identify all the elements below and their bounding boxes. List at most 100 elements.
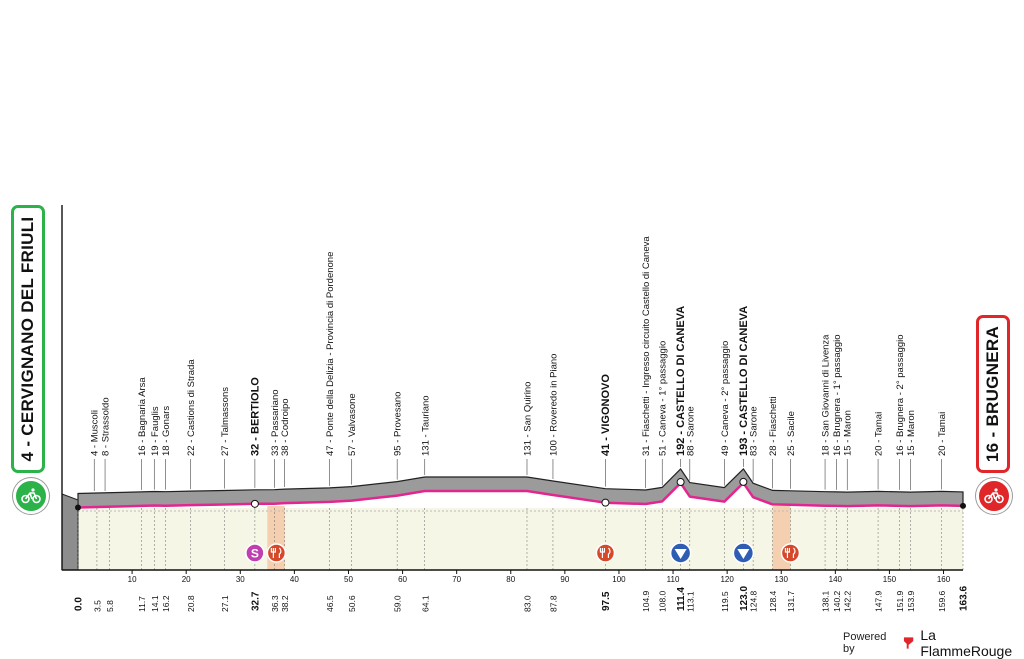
km-mark-label: 59.0 bbox=[393, 595, 403, 612]
x-tick-label: 90 bbox=[560, 575, 569, 584]
km-mark-label: 140.2 bbox=[832, 590, 842, 612]
fork-knife-icon bbox=[599, 547, 611, 558]
place-label: 8 - Strassoldo bbox=[101, 397, 112, 456]
place-label: 33 - Passariano bbox=[270, 389, 281, 456]
x-tick-label: 160 bbox=[937, 575, 951, 584]
summit-dot bbox=[739, 477, 748, 486]
x-tick-label: 130 bbox=[775, 575, 789, 584]
place-label: 15 - Maron bbox=[906, 410, 917, 456]
place-label: 15 - Maron bbox=[843, 410, 854, 456]
km-mark-label: 119.5 bbox=[720, 591, 730, 612]
km-mark-label: 50.6 bbox=[347, 595, 357, 612]
km-mark-label: 64.1 bbox=[420, 595, 430, 612]
kom-triangle-icon bbox=[737, 549, 750, 559]
place-label: 27 - Talmassons bbox=[220, 387, 231, 456]
km-mark-label: 138.1 bbox=[821, 590, 831, 612]
km-mark-label: 159.6 bbox=[937, 590, 947, 612]
km-mark-label: 11.7 bbox=[137, 596, 147, 612]
x-tick-label: 30 bbox=[236, 575, 245, 584]
place-label: 47 - Ponte della Delizia - Provincia di … bbox=[325, 252, 336, 456]
place-label: 19 - Fauglis bbox=[150, 406, 161, 456]
kom-triangle-icon bbox=[674, 549, 687, 559]
place-label: 41 - VIGONOVO bbox=[600, 374, 612, 456]
x-tick-label: 100 bbox=[612, 575, 626, 584]
cyclist-glyph bbox=[984, 488, 1004, 504]
km-mark-label: 97.5 bbox=[601, 591, 612, 611]
km-mark-label: 3.5 bbox=[92, 600, 102, 612]
place-label: 16 - Brugnera - 1° passaggio bbox=[832, 334, 843, 456]
feed-zone-icon bbox=[780, 543, 801, 563]
place-label: 32 - BERTIOLO bbox=[249, 377, 261, 456]
finish-city-label-box: 16 - BRUGNERA bbox=[976, 315, 1010, 473]
finish-city-label: 16 - BRUGNERA bbox=[983, 325, 1002, 463]
powered-by-footer: Powered by La FlammeRouge bbox=[843, 627, 1024, 659]
sprint-icon-letter: S bbox=[251, 547, 259, 561]
base-strip bbox=[78, 508, 963, 570]
place-label: 83 - Sarone bbox=[749, 406, 760, 456]
km-mark-label: 36.3 bbox=[270, 595, 280, 612]
km-mark-label: 0.0 bbox=[74, 597, 85, 611]
place-label: 4 - Muscoli bbox=[90, 410, 101, 456]
km-mark-label: 142.2 bbox=[843, 590, 853, 612]
elevation-profile bbox=[77, 467, 964, 509]
powered-by-text: Powered by bbox=[843, 631, 887, 655]
place-label: 57 - Valvasone bbox=[347, 393, 358, 456]
km-mark-label: 128.4 bbox=[768, 590, 778, 612]
place-label: 88 - Sarone bbox=[685, 406, 696, 456]
place-label: 18 - Gonars bbox=[161, 406, 172, 456]
place-label: 131 - San Quirino bbox=[523, 382, 534, 456]
km-mark-label: 111.4 bbox=[676, 587, 687, 611]
km-mark-label: 163.6 bbox=[959, 586, 970, 611]
x-tick-label: 120 bbox=[720, 575, 734, 584]
finish-cyclist-icon bbox=[976, 478, 1012, 514]
place-label: 49 - Caneva - 2° passaggio bbox=[720, 341, 731, 456]
start-city-label-box: 4 - CERVIGNANO DEL FRIULI bbox=[11, 205, 45, 473]
km-mark-label: 108.0 bbox=[658, 590, 668, 612]
sprint-icon bbox=[245, 543, 265, 563]
km-mark-label: 113.1 bbox=[685, 591, 695, 612]
place-label: 31 - Fiaschetti - Ingresso circuito Cast… bbox=[641, 236, 652, 456]
place-label: 16 - Brugnera - 2° passaggio bbox=[895, 334, 906, 456]
checkpoint-dot bbox=[601, 498, 610, 507]
fork-knife-icon bbox=[270, 547, 282, 558]
start-cyclist-icon bbox=[13, 478, 49, 514]
fork-knife-icon bbox=[784, 547, 796, 558]
place-label: 28 - Fiaschetti bbox=[768, 396, 779, 456]
km-mark-label: 38.2 bbox=[280, 595, 290, 612]
brand-text: La FlammeRouge bbox=[920, 627, 1013, 659]
place-label: 18 - San Giovanni di Livenza bbox=[821, 334, 832, 456]
checkpoint-dot bbox=[250, 499, 259, 508]
km-mark-label: 14.1 bbox=[150, 595, 160, 612]
place-label: 38 - Codroipo bbox=[280, 398, 291, 456]
x-tick-label: 110 bbox=[667, 575, 680, 584]
place-label: 131 - Tauriano bbox=[420, 395, 431, 456]
place-label: 51 - Caneva - 1° passaggio bbox=[658, 341, 669, 456]
x-tick-label: 70 bbox=[452, 575, 461, 584]
start-wedge bbox=[61, 493, 79, 571]
km-mark-label: 153.9 bbox=[906, 590, 916, 612]
km-mark-label: 46.5 bbox=[325, 595, 335, 612]
place-label: 100 - Roveredo in Piano bbox=[549, 354, 560, 456]
km-mark-label: 20.8 bbox=[186, 595, 196, 612]
place-label: 20 - Tamai bbox=[874, 412, 885, 456]
finish-dot bbox=[960, 502, 966, 509]
x-tick-label: 50 bbox=[344, 575, 353, 584]
place-label: 25 - Sacile bbox=[786, 411, 797, 456]
x-tick-label: 10 bbox=[128, 575, 137, 584]
x-tick-label: 80 bbox=[506, 575, 515, 584]
start-dot bbox=[75, 504, 81, 511]
cyclist-glyph bbox=[21, 488, 41, 504]
km-mark-label: 16.2 bbox=[161, 595, 171, 612]
x-tick-label: 60 bbox=[398, 575, 407, 584]
km-mark-label: 124.8 bbox=[749, 590, 759, 612]
km-mark-label: 131.7 bbox=[786, 590, 796, 612]
place-label: 16 - Bagnaria Arsa bbox=[137, 377, 148, 456]
place-label: 20 - Tamai bbox=[937, 412, 948, 456]
x-tick-label: 20 bbox=[182, 575, 191, 584]
place-label: 95 - Provesano bbox=[393, 392, 404, 456]
place-label: 193 - CASTELLO DI CANEVA bbox=[738, 306, 750, 456]
x-tick-label: 150 bbox=[883, 575, 897, 584]
feed-zone-icon bbox=[595, 543, 616, 563]
start-city-label: 4 - CERVIGNANO DEL FRIULI bbox=[18, 216, 37, 462]
